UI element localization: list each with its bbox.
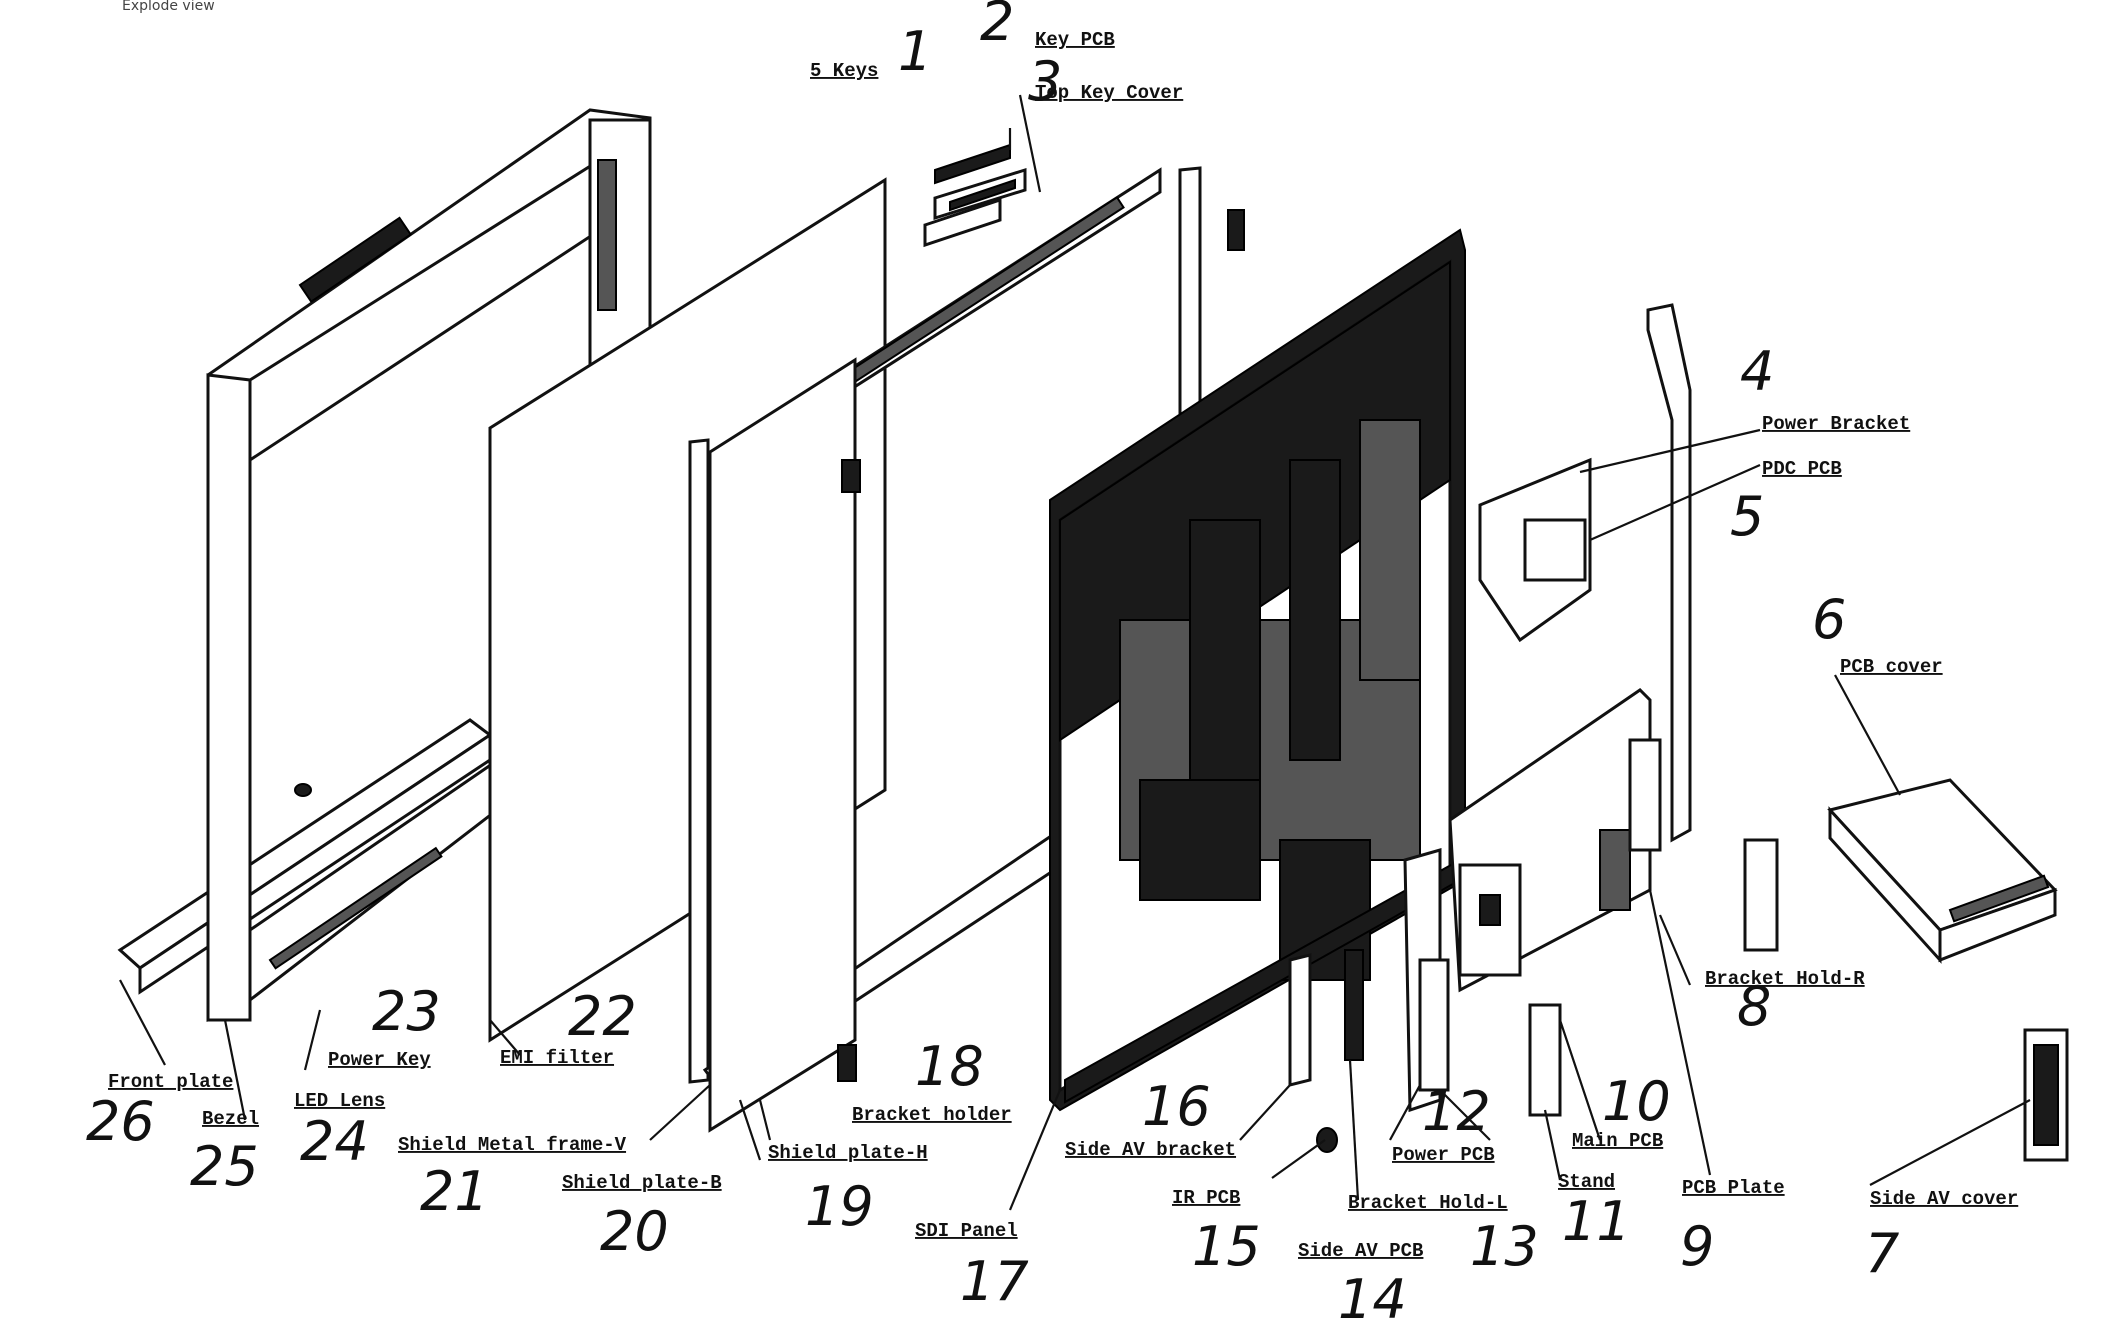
label-shield-plate-b: Shield plate-B [562,1172,722,1194]
label-side-av-cover: Side AV cover [1870,1188,2018,1210]
num-5: 5 [1730,485,1764,548]
label-top-key-cover: Top Key Cover [1035,82,1183,104]
num-8: 8 [1737,975,1771,1038]
power-bracket-shape [1646,303,1692,843]
num-23: 23 [372,980,441,1043]
label-emi-filter: EMI filter [500,1047,614,1069]
pdc-pcb-shape [1478,457,1592,643]
label-power-key: Power Key [328,1049,431,1071]
num-9: 9 [1680,1215,1714,1278]
label-pdc-pcb: PDC PCB [1762,458,1842,480]
diagram-title: Explode view [122,0,215,14]
label-pcb-plate: PCB Plate [1682,1177,1785,1199]
num-25: 25 [190,1135,259,1198]
pcb-cover-shape [1827,778,2058,964]
num-21: 21 [420,1160,489,1223]
label-pcb-cover: PCB cover [1840,656,1943,678]
num-4: 4 [1740,340,1774,403]
label-stand: Stand [1558,1171,1615,1193]
main-pcb-shape [1448,688,1662,993]
num-17: 17 [960,1250,1029,1313]
label-bracket-hold-l: Bracket Hold-L [1348,1192,1508,1214]
num-2: 2 [980,0,1014,53]
num-10: 10 [1602,1070,1671,1133]
label-5-keys: 5 Keys [810,60,878,82]
label-shield-plate-h: Shield plate-H [768,1142,928,1164]
part-labels: 5 Keys Key PCB Top Key Cover Power Brack… [108,29,2018,1262]
lower-parts-shape [1288,848,1562,1153]
num-15: 15 [1192,1215,1261,1278]
part-numbers: 1 2 3 4 5 6 7 8 9 10 11 12 13 14 15 16 1… [86,0,1899,1331]
label-main-pcb: Main PCB [1572,1130,1663,1152]
num-7: 7 [1865,1222,1899,1285]
bezel-shape [206,108,652,1022]
label-shield-metal-frame-v: Shield Metal frame-V [398,1134,627,1156]
sdi-panel-shape [1049,228,1466,1112]
label-side-av-bracket: Side AV bracket [1065,1139,1236,1161]
label-bracket-hold-r: Bracket Hold-R [1705,968,1865,990]
num-14: 14 [1338,1268,1407,1331]
shield-plate-h-shape [708,357,857,1133]
leader-lines [119,94,2031,1211]
num-22: 22 [568,985,637,1048]
label-bezel: Bezel [202,1108,259,1130]
bracket-hold-r-shape [1743,838,1779,952]
label-bracket-holder: Bracket holder [852,1104,1012,1126]
num-26: 26 [86,1090,155,1153]
num-24: 24 [300,1110,369,1173]
label-ir-pcb: IR PCB [1172,1187,1240,1209]
num-18: 18 [915,1035,984,1098]
label-front-plate: Front plate [108,1071,233,1093]
side-av-cover-shape [2023,1028,2069,1162]
label-power-pcb: Power PCB [1392,1144,1495,1166]
label-side-av-pcb: Side AV PCB [1298,1240,1423,1262]
num-11: 11 [1562,1190,1631,1253]
num-1: 1 [898,20,932,83]
screw-shapes [837,209,1245,1082]
num-13: 13 [1470,1215,1539,1278]
label-key-pcb: Key PCB [1035,29,1115,51]
label-power-bracket: Power Bracket [1762,413,1910,435]
label-led-lens: LED Lens [294,1090,385,1112]
num-12: 12 [1422,1080,1491,1143]
num-20: 20 [600,1200,669,1263]
key-assembly-shape [923,143,1027,248]
num-19: 19 [805,1175,874,1238]
label-sdi-panel: SDI Panel [915,1220,1018,1242]
num-16: 16 [1142,1075,1211,1138]
num-3: 3 [1028,50,1062,113]
num-6: 6 [1812,588,1846,651]
